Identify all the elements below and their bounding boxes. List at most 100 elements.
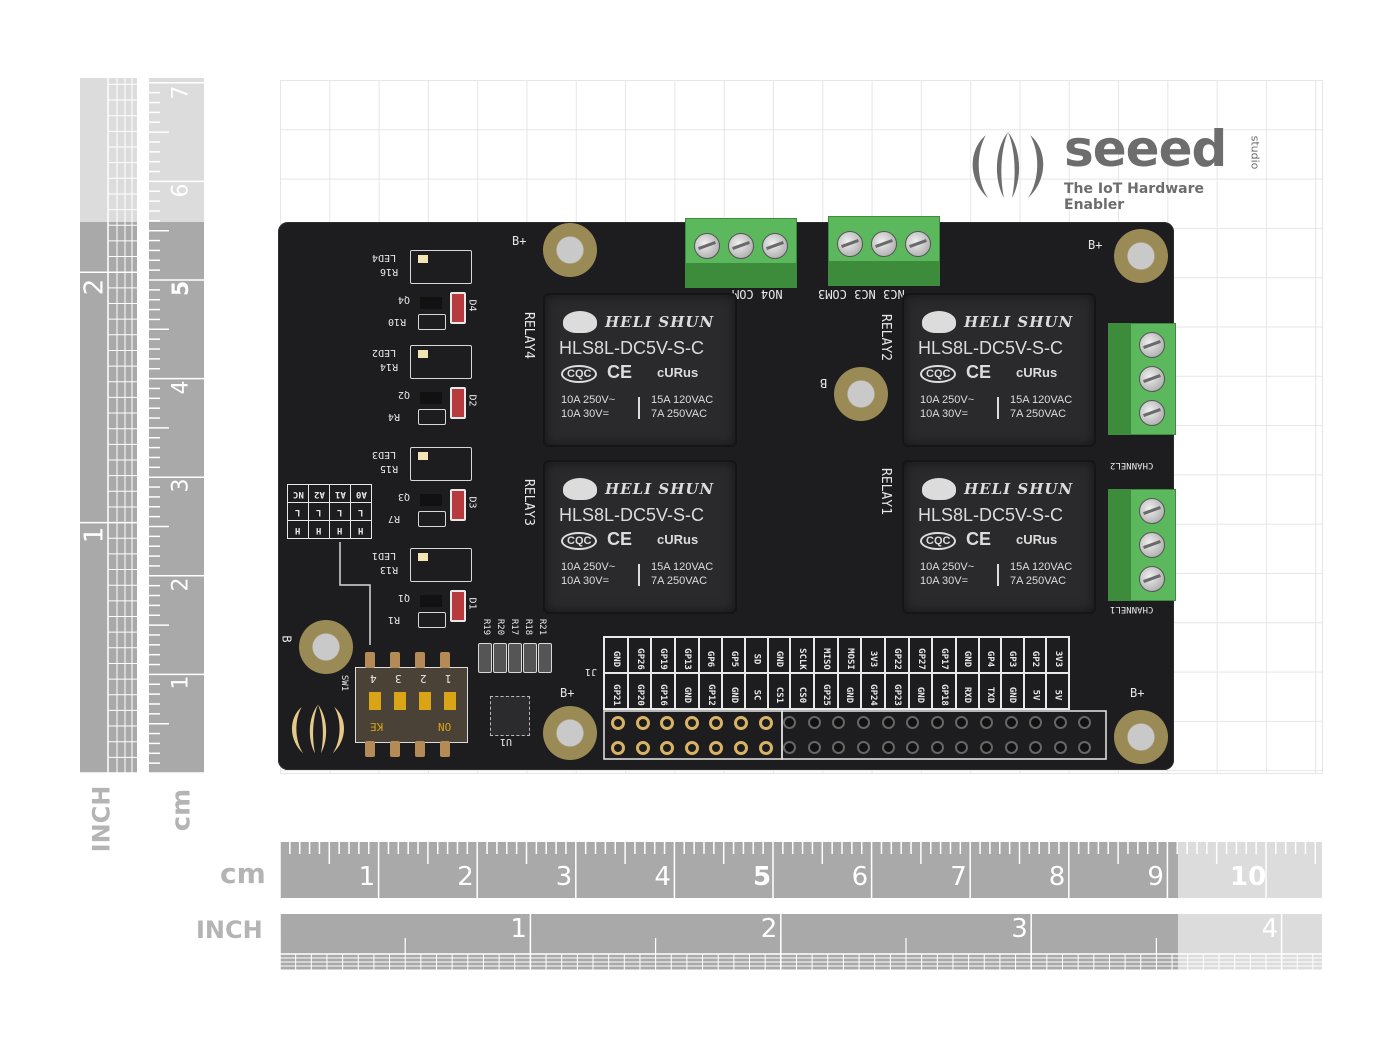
resistor-label: R21: [537, 618, 548, 636]
gpio-pin[interactable]: [807, 741, 821, 754]
gpio-pin[interactable]: [1004, 741, 1018, 754]
component-label: R4: [388, 411, 401, 422]
gpio-pin[interactable]: [758, 741, 773, 755]
gpio-pin[interactable]: [684, 716, 699, 730]
gpio-pin-label: GND: [766, 636, 792, 674]
gpio-pin[interactable]: [955, 741, 969, 754]
gpio-pin[interactable]: [1004, 716, 1018, 729]
gpio-pin[interactable]: [709, 716, 724, 730]
address-pointer-line: [339, 542, 371, 645]
gpio-pin[interactable]: [955, 716, 969, 729]
gpio-pin[interactable]: [1053, 741, 1067, 754]
relay-model: HLS8L-DC5V-S-C: [559, 338, 705, 358]
resistor-label: R18: [523, 618, 534, 636]
relay-spec-left: 10A 250V~ 10A 30V=: [920, 393, 974, 421]
gpio-pin[interactable]: [783, 741, 797, 754]
gpio-pin[interactable]: [684, 741, 699, 755]
relay-label: RELAY4: [520, 312, 536, 359]
resistor-label: R19: [481, 618, 492, 636]
gpio-pin-label: CS0: [789, 672, 815, 710]
screw-terminal[interactable]: [905, 231, 931, 257]
gpio-pin[interactable]: [734, 716, 748, 730]
screw-terminal[interactable]: [1139, 366, 1165, 392]
gpio-pin[interactable]: [660, 716, 675, 730]
gpio-pin[interactable]: [1029, 741, 1043, 754]
gpio-pin[interactable]: [660, 741, 675, 755]
dip-switch-toggle[interactable]: [369, 692, 381, 710]
gpio-pin[interactable]: [881, 716, 895, 729]
mount-label: B+: [1088, 238, 1103, 252]
screw-terminal[interactable]: [837, 231, 863, 257]
dip-switch[interactable]: 4 3 2 1 KE ON: [355, 667, 468, 743]
terminal-block-relay3[interactable]: [828, 216, 940, 286]
gpio-pin[interactable]: [611, 716, 625, 730]
spec-line: 10A 250V~: [561, 394, 616, 406]
left-cm-tick-label: 6: [168, 183, 194, 198]
spec-line: 15A 120VAC: [1010, 561, 1073, 573]
screw-terminal[interactable]: [762, 233, 788, 259]
gpio-pin[interactable]: [906, 741, 920, 754]
gpio-pin[interactable]: [758, 716, 773, 730]
gpio-pin[interactable]: [980, 716, 993, 729]
dip-number: 2: [420, 672, 427, 685]
ce-mark: CE: [966, 362, 992, 382]
gpio-pin[interactable]: [1078, 741, 1092, 754]
terminal-block-relay4[interactable]: [685, 218, 797, 288]
gpio-pin[interactable]: [734, 741, 748, 755]
dip-switch-toggle[interactable]: [444, 692, 456, 710]
gpio-pin[interactable]: [857, 741, 870, 754]
gpio-pin[interactable]: [635, 716, 650, 730]
bottom-cm-tick-label: 5: [753, 862, 772, 892]
terminal-block-channel1[interactable]: [1108, 489, 1176, 601]
screw-terminal[interactable]: [1139, 532, 1165, 558]
screw-terminal[interactable]: [1139, 400, 1165, 426]
gpio-pin[interactable]: [832, 716, 846, 729]
gpio-pin[interactable]: [930, 716, 944, 729]
dip-on-label: ON: [438, 720, 452, 733]
terminal-block-channel2[interactable]: [1108, 323, 1176, 435]
gpio-pin[interactable]: [611, 741, 625, 755]
gpio-pin[interactable]: [807, 716, 821, 729]
dip-switch-toggle[interactable]: [419, 692, 431, 710]
gpio-pin[interactable]: [635, 741, 650, 755]
relay-brand-logo-icon: [563, 311, 597, 333]
screw-terminal[interactable]: [728, 233, 754, 259]
dip-switch-toggle[interactable]: [394, 692, 406, 710]
ccc-mark: CQC: [920, 365, 957, 383]
mount-label: B+: [560, 686, 575, 700]
gpio-pin[interactable]: [783, 716, 797, 729]
left-inch-unit-label: INCH: [87, 785, 116, 853]
gpio-pin[interactable]: [980, 741, 993, 754]
screw-terminal[interactable]: [1139, 332, 1165, 358]
dip-number: 1: [445, 672, 452, 685]
gpio-pin[interactable]: [1029, 716, 1043, 729]
relay-spec-left: 10A 250V~ 10A 30V=: [920, 560, 974, 588]
bottom-cm-tick-label: 3: [555, 862, 573, 892]
transistor: [420, 392, 442, 404]
gpio-pin[interactable]: [881, 741, 895, 754]
spec-line: 7A 250VAC: [651, 575, 708, 587]
gpio-pin[interactable]: [930, 741, 944, 754]
gpio-pin[interactable]: [1053, 716, 1067, 729]
spec-line: 10A 250V~: [561, 561, 616, 573]
gpio-pin[interactable]: [709, 741, 724, 755]
component-label: LED4: [372, 252, 397, 263]
relay-relay3: HELI SHUN HLS8L-DC5V-S-C CQC CE cURus 10…: [545, 462, 735, 612]
led-pad: [410, 250, 472, 284]
gpio-pin[interactable]: [857, 716, 870, 729]
screw-terminal[interactable]: [871, 231, 897, 257]
mounting-hole: [1114, 710, 1168, 764]
gpio-pin[interactable]: [1078, 716, 1092, 729]
screw-terminal[interactable]: [1139, 498, 1165, 524]
bottom-cm-tick-label: 4: [654, 862, 671, 892]
channel1-label: CHANNEL1: [1110, 604, 1154, 614]
screw-terminal[interactable]: [694, 233, 720, 259]
gpio-pin-label: MOSI: [836, 636, 863, 674]
addr-header: NC: [287, 484, 309, 503]
relay-spec-right: 15A 120VAC 7A 250VAC: [651, 560, 713, 588]
gpio-pin[interactable]: [906, 716, 920, 729]
screw-terminal[interactable]: [1139, 566, 1165, 592]
gpio-pin[interactable]: [832, 741, 846, 754]
spec-divider: [997, 397, 999, 419]
